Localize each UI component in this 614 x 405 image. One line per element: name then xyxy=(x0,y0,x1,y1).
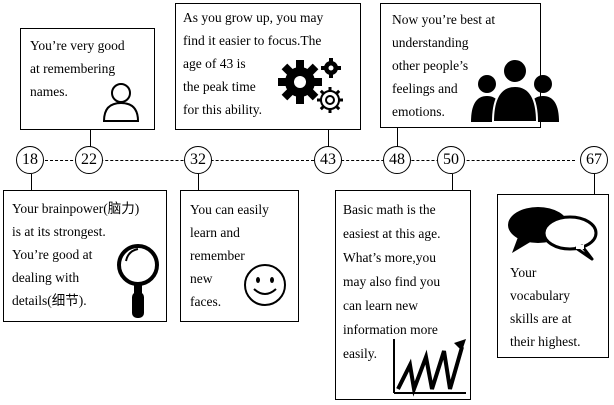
fact-box-50: Basic math is the easiest at this age. W… xyxy=(335,190,471,400)
fact-line: Your xyxy=(510,265,537,280)
fact-line: age of 43 is xyxy=(183,56,246,71)
magnifier-icon xyxy=(117,244,159,318)
smiley-face-icon xyxy=(244,264,286,306)
fact-line: may also find you xyxy=(343,274,441,289)
fact-line: What’s more,you xyxy=(343,250,436,265)
fact-line: understanding xyxy=(392,35,469,50)
fact-line: remember xyxy=(190,248,245,263)
fact-line: Your brainpower(脑力) xyxy=(12,201,140,216)
fact-line: Now you’re best at xyxy=(392,12,496,27)
fact-line: names. xyxy=(30,84,68,99)
person-outline-icon xyxy=(102,83,140,122)
fact-box-32: You can easily learn and remember new fa… xyxy=(180,190,299,322)
fact-line: can learn new xyxy=(343,298,418,313)
age-marker-32: 32 xyxy=(184,146,212,174)
fact-line: details(细节). xyxy=(12,293,87,308)
connector-48 xyxy=(397,128,398,148)
fact-line: skills are at xyxy=(510,311,572,326)
fact-line: faces. xyxy=(190,294,222,309)
fact-line: information more xyxy=(343,322,438,337)
fact-text-18: Your brainpower(脑力) is at its strongest.… xyxy=(12,197,139,312)
timeline-dashed-line xyxy=(45,160,575,161)
fact-box-43: As you grow up, you may find it easier t… xyxy=(175,3,361,130)
fact-line: is at its strongest. xyxy=(12,224,106,239)
age-marker-22: 22 xyxy=(75,146,103,174)
fact-line: vocabulary xyxy=(510,288,570,303)
fact-line: feelings and xyxy=(392,81,458,96)
fact-line: easily. xyxy=(343,346,377,361)
fact-text-22: You’re very good at remembering names. xyxy=(30,34,125,103)
fact-line: their highest. xyxy=(510,334,581,349)
fact-box-22: You’re very good at remembering names. xyxy=(20,28,155,130)
connector-43 xyxy=(328,130,329,148)
fact-line: find it easier to focus.The xyxy=(183,33,322,48)
fact-box-18: Your brainpower(脑力) is at its strongest.… xyxy=(3,190,167,322)
gears-icon xyxy=(278,58,343,113)
fact-line: other people’s xyxy=(392,58,469,73)
age-marker-48: 48 xyxy=(383,146,411,174)
connector-22 xyxy=(90,130,91,148)
rising-chart-icon xyxy=(393,339,466,397)
fact-line: You’re good at xyxy=(12,247,93,262)
fact-line: learn and xyxy=(190,225,240,240)
fact-line: at remembering xyxy=(30,61,116,76)
fact-box-67: Your vocabulary skills are at their high… xyxy=(497,194,609,358)
fact-line: You’re very good xyxy=(30,38,125,53)
connector-32 xyxy=(198,174,199,190)
age-marker-43: 43 xyxy=(314,146,342,174)
connector-67 xyxy=(594,174,595,194)
fact-line: for this ability. xyxy=(183,102,262,117)
fact-line: emotions. xyxy=(392,104,445,119)
fact-line: As you grow up, you may xyxy=(183,10,324,25)
connector-50 xyxy=(452,174,453,190)
speech-bubbles-icon xyxy=(508,207,598,261)
age-marker-50: 50 xyxy=(437,146,465,174)
fact-box-48: Now you’re best at understanding other p… xyxy=(380,3,559,128)
fact-text-48: Now you’re best at understanding other p… xyxy=(392,8,495,123)
fact-line: Basic math is the xyxy=(343,202,436,217)
fact-line: You can easily xyxy=(190,202,269,217)
fact-text-32: You can easily learn and remember new fa… xyxy=(190,198,269,313)
connector-18 xyxy=(31,174,32,190)
people-group-icon xyxy=(471,58,559,123)
fact-line: easiest at this age. xyxy=(343,226,441,241)
age-marker-67: 67 xyxy=(580,146,608,174)
fact-line: new xyxy=(190,271,213,286)
fact-text-67: Your vocabulary skills are at their high… xyxy=(510,261,581,353)
fact-line: dealing with xyxy=(12,270,80,285)
fact-line: the peak time xyxy=(183,79,256,94)
fact-text-43: As you grow up, you may find it easier t… xyxy=(183,6,323,121)
fact-text-50: Basic math is the easiest at this age. W… xyxy=(343,198,440,366)
age-marker-18: 18 xyxy=(16,146,44,174)
